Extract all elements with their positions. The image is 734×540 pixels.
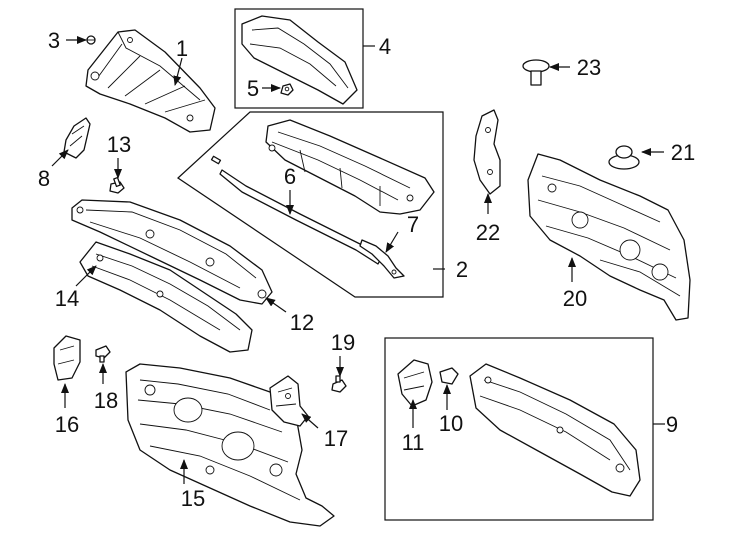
part-6-seal-strip — [210, 155, 381, 265]
callout-18: 18 — [94, 388, 118, 413]
part-23-clip — [522, 59, 550, 86]
callout-14: 14 — [55, 286, 79, 311]
part-1-cowl-panel — [85, 29, 216, 133]
callout-4: 4 — [379, 34, 391, 59]
part-14-lower-member — [79, 241, 253, 353]
part-9-cowl-member — [469, 363, 641, 497]
part-21-grommet — [608, 145, 640, 170]
leader-lines — [51, 36, 665, 484]
callout-16: 16 — [55, 412, 79, 437]
callout-21: 21 — [671, 140, 695, 165]
part-20-dash-panel — [527, 153, 691, 321]
leader-1 — [173, 57, 183, 86]
part-11-bracket — [397, 359, 433, 407]
leader-14 — [75, 265, 97, 287]
callout-3: 3 — [48, 28, 60, 53]
callout-1: 1 — [176, 36, 188, 61]
leader-8 — [51, 149, 69, 167]
part-8-bracket — [63, 117, 91, 159]
part-5-nut — [280, 83, 294, 96]
callout-19: 19 — [331, 330, 355, 355]
callout-labels: 1 2 3 4 5 6 7 8 9 10 11 12 13 14 15 16 1… — [38, 28, 695, 511]
leader-7 — [385, 231, 399, 253]
callout-15: 15 — [181, 486, 205, 511]
callout-11: 11 — [402, 430, 425, 455]
part-3-clip — [86, 35, 96, 45]
callout-20: 20 — [563, 286, 587, 311]
group-box-4 — [234, 8, 364, 109]
part-22-bracket — [473, 109, 501, 195]
callout-8: 8 — [38, 166, 50, 191]
part-2-cowl-vent — [265, 119, 435, 215]
callout-13: 13 — [107, 132, 131, 157]
callout-12: 12 — [290, 310, 314, 335]
part-15-dash-insulator — [125, 363, 335, 527]
callout-10: 10 — [439, 411, 463, 436]
callout-23: 23 — [577, 55, 601, 80]
callout-7: 7 — [407, 212, 419, 237]
group-box-9 — [384, 337, 654, 521]
part-16-bracket — [53, 335, 81, 381]
part-18-bolt — [95, 345, 111, 363]
callout-22: 22 — [476, 220, 500, 245]
part-4-seal — [241, 15, 358, 105]
leader-12 — [265, 297, 287, 313]
callout-2: 2 — [456, 257, 468, 282]
part-7-bracket — [359, 239, 405, 279]
callout-5: 5 — [247, 76, 259, 101]
callout-9: 9 — [666, 412, 678, 437]
callout-17: 17 — [324, 426, 348, 451]
part-19-bolt — [331, 375, 347, 393]
group-box-2 — [177, 111, 444, 298]
callout-6: 6 — [284, 164, 296, 189]
part-13-bolt — [109, 176, 125, 194]
part-10-clip — [439, 367, 459, 385]
leader-17 — [301, 413, 319, 429]
